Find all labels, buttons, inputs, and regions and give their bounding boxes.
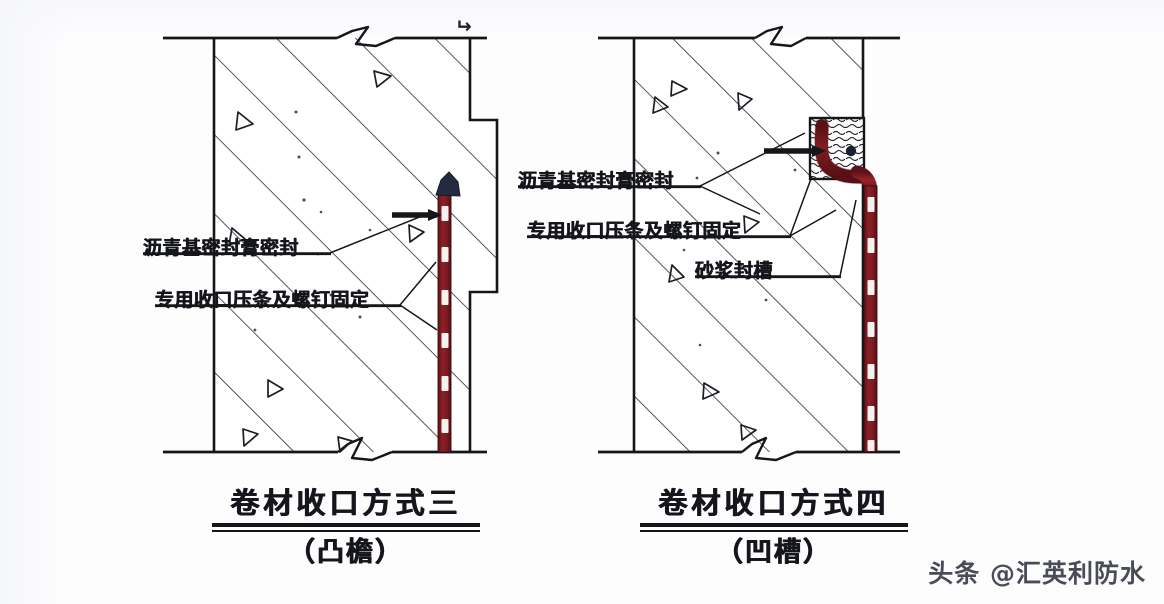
right-batten-arrow (764, 145, 826, 157)
left-top-break-line (163, 25, 487, 48)
right-sealant-cap (845, 145, 857, 157)
left-callout-batten: 专用收口压条及螺钉固定 (155, 289, 370, 311)
right-title-rule-thick (640, 523, 908, 528)
right-concrete-marks (652, 80, 760, 441)
right-concrete-dots (682, 151, 797, 347)
right-membrane (814, 118, 878, 453)
left-title-sub: （凸檐） (288, 537, 404, 569)
right-callout-batten: 专用收口压条及螺钉固定 (527, 220, 742, 242)
left-title-rule-thick (212, 523, 480, 528)
left-title-rule-thin (212, 530, 480, 533)
right-callout-mortar: 砂浆封槽 (695, 260, 774, 282)
left-membrane (437, 192, 452, 453)
left-sealant-cap (435, 171, 461, 197)
right-top-break-line (598, 25, 900, 48)
left-label-underlines (143, 252, 401, 308)
right-title-rule-thin (640, 530, 908, 533)
right-title-block: 卷材收口方式四 （凹槽） (640, 487, 908, 568)
right-wall-section (632, 38, 865, 452)
watermark-text: 头条 @汇英利防水 (928, 559, 1146, 588)
right-panel-drawing (518, 25, 900, 462)
left-title-main: 卷材收口方式三 (230, 486, 462, 520)
right-bottom-break-line (598, 436, 900, 462)
right-label-underlines (518, 185, 841, 279)
right-title-sub: （凹槽） (716, 537, 832, 569)
right-callout-sealant: 沥青基密封膏密封 (518, 170, 675, 192)
left-callout-sealant: 沥青基密封膏密封 (143, 237, 300, 259)
left-concrete-marks (228, 70, 425, 453)
return-arrow-glyph: ↵ (455, 14, 472, 38)
left-wall-section (212, 38, 499, 452)
left-title-block: 卷材收口方式三 （凸檐） (212, 487, 480, 568)
left-panel-drawing (143, 25, 499, 462)
right-title-main: 卷材收口方式四 (658, 486, 890, 520)
